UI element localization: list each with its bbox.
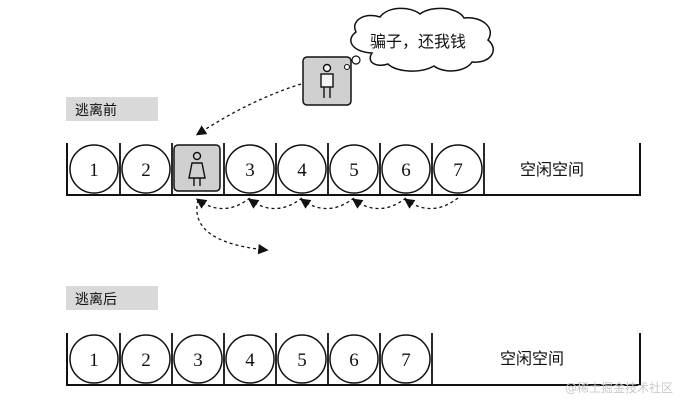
slot-number: 4 [245, 350, 255, 371]
slot-number: 2 [141, 160, 151, 181]
after-label: 逃离后 [75, 291, 117, 308]
slot-number: 5 [297, 350, 307, 371]
before-label: 逃离前 [75, 102, 117, 119]
before-slots: 1 2 3 4 5 6 7 [69, 143, 485, 195]
watermark: @稀土掘金技术社区 [565, 380, 673, 395]
slot-circle [121, 144, 171, 194]
slot-circle [277, 334, 327, 384]
before-free-space-label: 空闲空间 [520, 160, 584, 179]
slot-number: 6 [401, 160, 411, 181]
slot-circle [69, 144, 119, 194]
slot-number: 2 [141, 350, 151, 371]
after-slots: 1 2 3 4 5 6 7 [69, 333, 433, 385]
slot-circle [329, 334, 379, 384]
speech-bubble: 骗子，还我钱 [343, 7, 494, 72]
slot-number: 3 [193, 350, 203, 371]
slot-number: 4 [297, 160, 307, 181]
before-container [66, 143, 641, 196]
slot-circle [381, 144, 431, 194]
slot-circle [69, 334, 119, 384]
slot-number: 5 [349, 160, 359, 181]
before-label-box [66, 97, 158, 121]
remaining-person [173, 144, 221, 192]
escape-arrow [195, 83, 302, 136]
slot-number: 7 [453, 160, 463, 181]
person-box [173, 144, 221, 192]
slot-circle [277, 144, 327, 194]
slot-circle [381, 334, 431, 384]
after-container [66, 333, 641, 386]
slot-number: 7 [401, 350, 411, 371]
male-person-icon [320, 63, 334, 98]
after-free-space-label: 空闲空间 [500, 349, 564, 368]
slot-number: 3 [245, 160, 255, 181]
slot-number: 6 [349, 350, 359, 371]
slot-circle [173, 334, 223, 384]
slot-number: 1 [89, 160, 99, 181]
slot-circle [225, 334, 275, 384]
slot-circle [433, 144, 483, 194]
speech-bubble-text: 骗子，还我钱 [370, 32, 466, 51]
slot-circle [225, 144, 275, 194]
slot-circle [329, 144, 379, 194]
escaping-person [302, 56, 352, 106]
female-person-icon [188, 151, 206, 186]
shift-arrows [195, 197, 459, 255]
slot-number: 1 [89, 350, 99, 371]
after-label-box [66, 286, 158, 310]
slot-circle [121, 334, 171, 384]
